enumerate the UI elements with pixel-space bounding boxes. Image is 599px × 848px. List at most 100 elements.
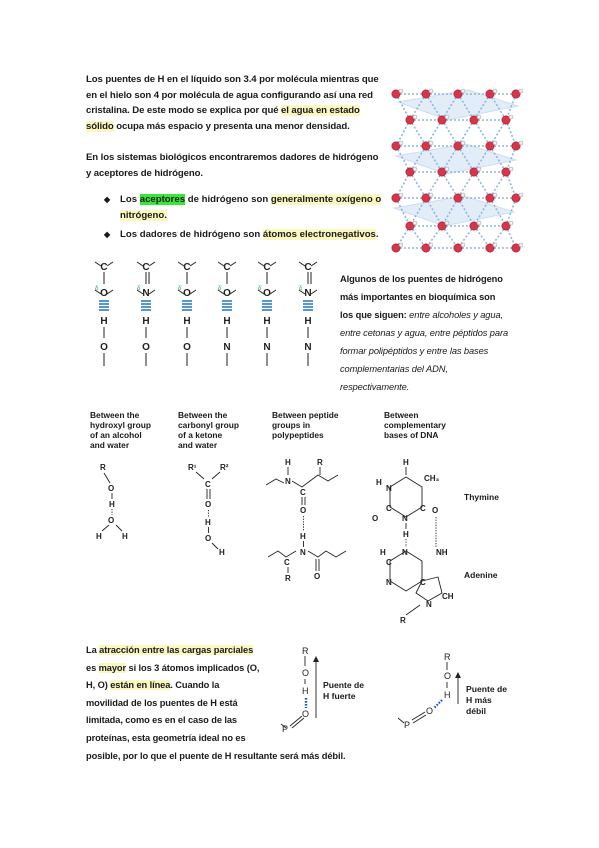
- caption-line: Between peptide: [272, 410, 339, 420]
- atom-label: R: [285, 574, 291, 583]
- hydrogen-atom: [444, 220, 450, 226]
- oxygen-atom: [405, 167, 415, 177]
- pair-acceptor-atom: N: [142, 288, 149, 299]
- lattice-bond: [409, 225, 427, 249]
- lattice-bond: [505, 119, 517, 147]
- atom-label: O: [444, 671, 451, 681]
- hydrogen-atom: [492, 192, 498, 198]
- oxygen-atom: [437, 167, 447, 177]
- lattice-bond: [457, 119, 475, 147]
- pair-bond: [217, 261, 225, 267]
- atom-label: R: [317, 458, 323, 467]
- bio-paragraph: En los sistemas biológicos encontraremos…: [86, 150, 386, 181]
- highlight: generalmente oxígeno o: [270, 194, 382, 205]
- text: . Cuando la: [170, 680, 220, 690]
- side-italic: entre cetonas y agua, entre péptidos par…: [340, 328, 509, 338]
- hydrogen-atom: [460, 88, 466, 94]
- atom-label: H: [380, 548, 386, 557]
- caption-line: carbonyl group: [178, 420, 239, 430]
- oxygen-atom: [421, 141, 431, 151]
- oxygen-atom: [511, 243, 521, 253]
- oxygen-atom: [405, 115, 415, 125]
- oxygen-atom: [485, 89, 495, 99]
- atom-label: O: [314, 572, 320, 581]
- pair-bond: [229, 261, 237, 267]
- hydrogen-atom: [508, 220, 514, 226]
- oxygen-atom: [421, 193, 431, 203]
- lattice-bond: [457, 145, 475, 173]
- pair-donor-atom: N: [263, 342, 270, 353]
- caption-dna: Between complementary bases of DNA: [384, 410, 446, 440]
- atom-label: H: [302, 686, 309, 696]
- caption-line: Between the: [90, 410, 140, 420]
- pair-acceptor-atom: O: [183, 288, 191, 299]
- atom-label: R: [302, 646, 309, 656]
- lattice-bond: [505, 197, 517, 227]
- atom-label: H: [376, 478, 382, 487]
- lattice-bond: [473, 145, 491, 173]
- lattice-bond: [441, 171, 459, 199]
- atom-label: C: [386, 558, 392, 567]
- lattice-bond: [489, 145, 507, 173]
- hydrogen-atom: [428, 192, 434, 198]
- oxygen-atom: [485, 193, 495, 203]
- lattice-bond: [473, 119, 491, 147]
- atom-label: N: [402, 514, 408, 523]
- oxygen-atom: [469, 221, 479, 231]
- pair-top-atom: C: [223, 262, 230, 273]
- side-italic: entre alcoholes y agua,: [409, 310, 504, 320]
- oxygen-atom: [391, 243, 401, 253]
- pair-bond: [94, 289, 102, 295]
- lattice-bond: [425, 197, 443, 227]
- pair-bond: [310, 261, 318, 267]
- diamond-bullet-icon: ◆: [104, 195, 111, 204]
- adenine-label: Adenine: [464, 570, 498, 580]
- oxygen-atom: [501, 221, 511, 231]
- lattice-bond: [505, 93, 517, 121]
- pair-donor-atom: O: [142, 342, 150, 353]
- pair-bond: [229, 289, 237, 295]
- hydrogen-atom: [412, 220, 418, 226]
- structures-figure: R O H O H H R¹ R² C O H O H: [96, 458, 454, 625]
- caption-line: Between: [384, 410, 419, 420]
- pair-acceptor-atom: O: [100, 288, 108, 299]
- pair-donor-atom: O: [100, 342, 108, 353]
- pair-bond: [189, 289, 197, 295]
- oxygen-atom: [453, 89, 463, 99]
- hydrogen-atom: [476, 220, 482, 226]
- oxygen-atom: [501, 115, 511, 125]
- label-line: H más: [466, 695, 492, 705]
- side-italic: respectivamente.: [340, 382, 410, 392]
- atom-label: O: [108, 484, 114, 493]
- caption-alcohol-water: Between the hydroxyl group of an alcohol…: [90, 410, 151, 450]
- oxygen-atom: [391, 89, 401, 99]
- label-line: Puente de: [466, 684, 508, 694]
- hydrogen-atom: [476, 114, 482, 120]
- hydrogen-atom: [428, 140, 434, 146]
- side-line: los que siguen:: [340, 310, 410, 320]
- intro-line: Los puentes de H en el líquido son 3.4 p…: [86, 74, 379, 85]
- hydrogen-atom: [444, 114, 450, 120]
- hydrogen-atom: [444, 166, 450, 172]
- atom-label: P: [404, 720, 410, 730]
- atom-label: H: [122, 532, 128, 541]
- lattice-bond: [409, 197, 427, 227]
- caption-line: groups in: [272, 420, 311, 430]
- pair-donor-atom: N: [304, 342, 311, 353]
- hydrogen-atom: [492, 242, 498, 248]
- bullet-donors: ◆ Los dadores de hidrógeno son átomos el…: [104, 227, 394, 243]
- lattice-bond: [473, 93, 491, 121]
- caption-line: hydroxyl group: [90, 420, 151, 430]
- peptide-structure: H R N C O H N C R O: [265, 458, 347, 583]
- text: proteínas, esta geometría ideal no es: [86, 732, 246, 743]
- hydrogen-atom: [518, 192, 524, 198]
- pair-bond: [177, 289, 185, 295]
- atom-label: R¹: [188, 463, 197, 472]
- caption-line: Between the: [178, 410, 228, 420]
- side-line: Algunos de los puentes de hidrógeno: [340, 274, 503, 284]
- bullet-acceptors: ◆ Los aceptores de hidrógeno son general…: [104, 192, 394, 223]
- pair-bond: [189, 261, 197, 267]
- oxygen-atom: [485, 243, 495, 253]
- hydrogen-atom: [508, 114, 514, 120]
